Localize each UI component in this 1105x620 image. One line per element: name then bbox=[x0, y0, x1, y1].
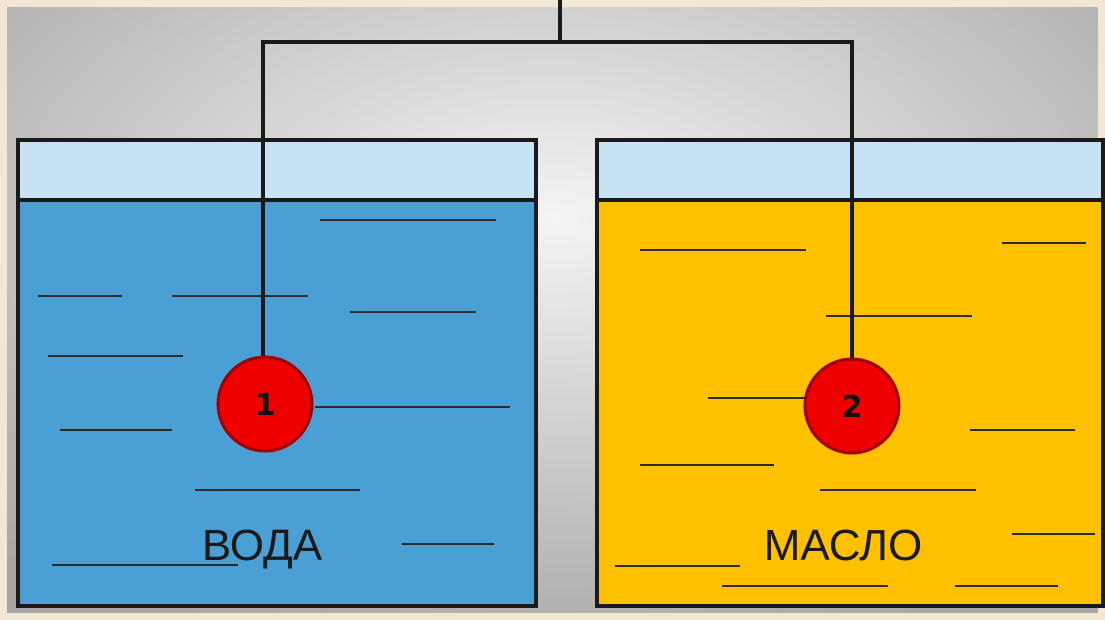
ball-2-body bbox=[803, 357, 901, 455]
water-air-gap bbox=[18, 140, 536, 200]
ball-2-number: 2 bbox=[842, 390, 863, 425]
water-container-outline bbox=[16, 138, 538, 608]
ball-1: 1 bbox=[216, 355, 314, 453]
wire-system bbox=[263, 0, 852, 44]
ball-2: 2 bbox=[803, 357, 901, 455]
water-flow-lines bbox=[38, 219, 510, 566]
ball-1-body bbox=[216, 355, 314, 453]
hanging-wires bbox=[261, 40, 854, 360]
ball-1-number: 1 bbox=[255, 388, 276, 423]
water-container: ВОДА bbox=[16, 138, 538, 608]
water-label: ВОДА bbox=[202, 521, 323, 570]
oil-flow-lines bbox=[615, 242, 1095, 587]
oil-label: МАСЛО bbox=[764, 521, 922, 570]
